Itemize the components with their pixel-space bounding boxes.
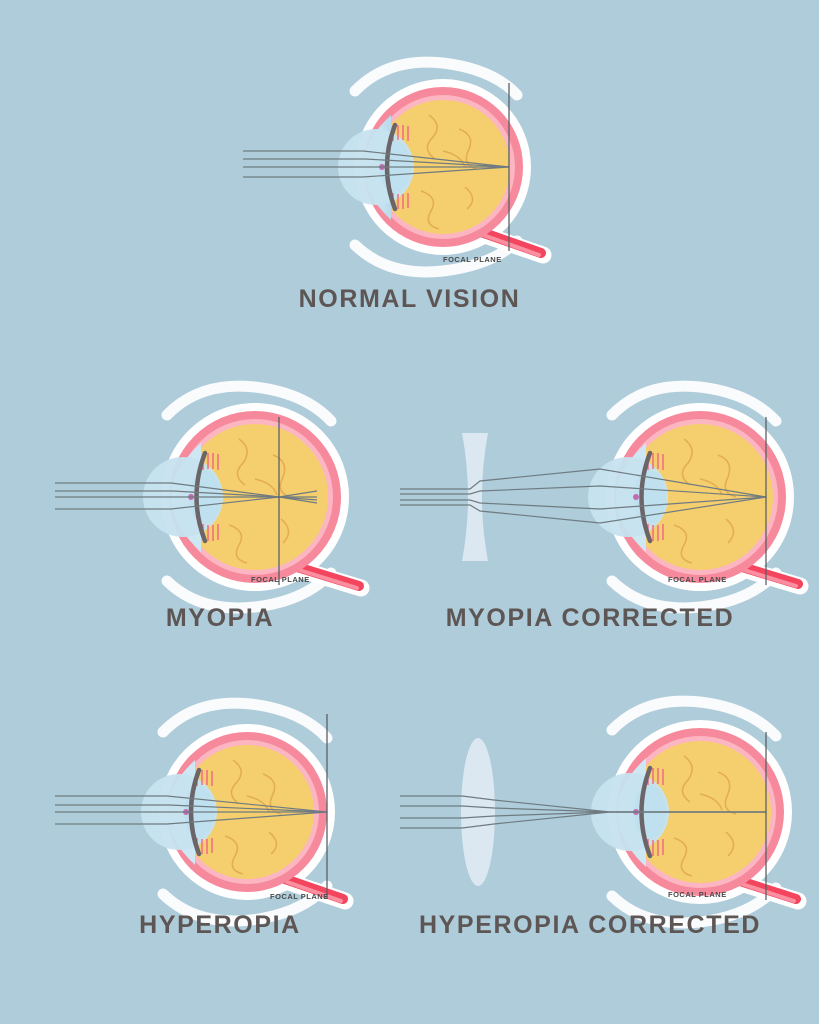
focal-plane-label: FOCAL PLANE [668,575,727,584]
light-rays [400,468,767,524]
panel-normal-vision: FOCAL PLANE [243,55,573,280]
focal-plane-label: FOCAL PLANE [443,255,502,264]
retinal-vessels [228,438,292,564]
caption-myopia-corrected: MYOPIA CORRECTED [400,604,780,633]
caption-hyperopia: HYPEROPIA [55,911,385,940]
retinal-vessels [673,755,737,877]
ciliary-body [647,453,664,541]
retinal-vessels [224,759,282,875]
panel-myopia-corrected: FOCAL PLANE [400,380,809,614]
caption-hyperopia-corrected-text: HYPEROPIA CORRECTED [418,911,761,939]
panel-hyperopia-corrected: FOCAL PLANE [400,695,807,929]
caption-myopia: MYOPIA [55,604,385,633]
retinal-vessels [673,438,737,564]
panel-myopia: FOCAL PLANE [55,380,385,614]
pupil [633,494,639,500]
eye-diagram-myopia-corrected [400,380,809,614]
focal-plane-label: FOCAL PLANE [668,890,727,899]
corrective-lens-concave [462,433,488,561]
caption-hyperopia-text: HYPEROPIA [139,911,301,939]
eye-diagram-myopia [55,380,370,614]
orbit-halo [161,380,337,614]
focal-plane-label: FOCAL PLANE [251,575,310,584]
optic-nerve [274,871,354,910]
eye-diagram-hyperopia-corrected [400,695,807,929]
caption-myopia-corrected-text: MYOPIA CORRECTED [445,604,735,632]
panel-hyperopia: FOCAL PLANE [55,697,385,927]
light-rays [400,795,766,829]
orbit-halo [349,56,523,278]
iris [639,450,653,544]
optic-nerve [729,873,807,910]
caption-myopia-text: MYOPIA [165,604,275,632]
orbit-halo [157,697,333,927]
orbit-halo [606,380,782,614]
eye-diagram-normal [243,56,552,278]
optic-nerve [286,559,370,597]
caption-hyperopia-corrected: HYPEROPIA CORRECTED [400,911,780,940]
light-rays [243,150,510,178]
orbit-halo [606,695,782,929]
light-rays [55,482,318,510]
caption-normal-vision: NORMAL VISION [298,285,521,313]
focal-plane-label: FOCAL PLANE [270,892,329,901]
eye-diagram-hyperopia [55,697,354,927]
optic-nerve [470,224,552,264]
corrective-lens-convex [461,738,495,886]
optic-nerve [731,559,809,595]
light-rays [55,795,328,825]
